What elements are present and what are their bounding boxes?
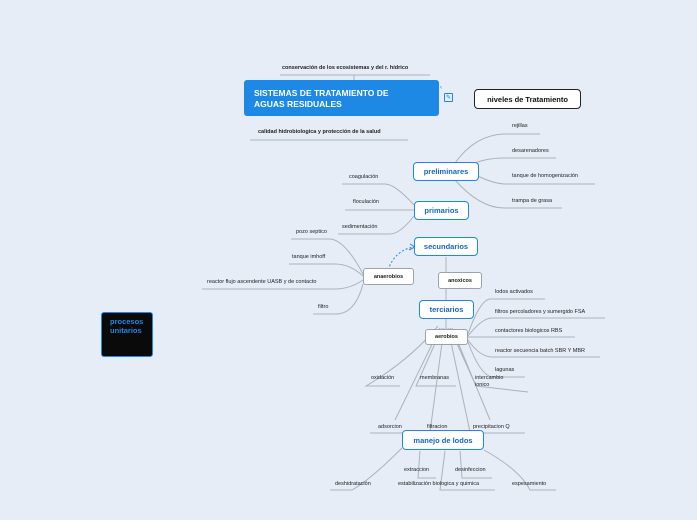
extraccion-label: extraccion bbox=[404, 467, 430, 473]
anoxicos-node[interactable]: anoxicos bbox=[438, 272, 482, 289]
central-topic-line2: AGUAS RESIDUALES bbox=[254, 99, 342, 109]
ionico-label: ionico bbox=[475, 382, 490, 388]
central-topic-line1: SISTEMAS DE TRATAMIENTO DE bbox=[254, 88, 389, 98]
anaerobios-node[interactable]: anaerobios bbox=[363, 268, 414, 285]
desinfeccion-label: desinfeccion bbox=[455, 467, 486, 473]
filtros-percoladores-label: filtros percoladores y sumergido FSA bbox=[495, 309, 586, 315]
tanque-homogenizacion-label: tanque de homogenización bbox=[512, 173, 579, 179]
reactor-sbr-label: reactor secuencia batch SBR Y MBR bbox=[495, 348, 585, 354]
niveles-node[interactable]: niveles de Tratamiento bbox=[474, 89, 581, 109]
manejo-lodos-node[interactable]: manejo de lodos bbox=[402, 430, 484, 450]
procesos-unitarios-node[interactable]: procesos unitarios bbox=[101, 312, 153, 357]
pozo-septico-label: pozo septico bbox=[296, 229, 327, 235]
calidad-label: calidad hidrobiologica y protección de l… bbox=[258, 129, 381, 135]
espesamiento-label: espesamiento bbox=[512, 481, 547, 487]
preliminares-node[interactable]: preliminares bbox=[413, 162, 479, 181]
aerobios-node[interactable]: aerobios bbox=[425, 329, 468, 345]
precipitacion-label: precipitacion Q bbox=[473, 424, 510, 430]
lodos-activados-label: lodos activados bbox=[495, 289, 533, 295]
membranas-label: membranas bbox=[420, 375, 450, 381]
floculacion-label: floculación bbox=[353, 199, 379, 205]
oxidacion-label: oxidación bbox=[371, 375, 395, 381]
tanque-imhoff-label: tanque imhoff bbox=[292, 254, 326, 260]
collapse-arrow-icon[interactable]: ‹ bbox=[440, 85, 442, 91]
estabilizacion-label: estabilización biologica y quimica bbox=[398, 481, 480, 487]
central-topic[interactable]: SISTEMAS DE TRATAMIENTO DE AGUAS RESIDUA… bbox=[244, 80, 439, 116]
sedimentacion-label: sedimentación bbox=[342, 224, 378, 230]
coagulacion-label: coagulación bbox=[349, 174, 379, 180]
contactores-biologicos-label: contactores biologicos RBS bbox=[495, 328, 563, 334]
primarios-node[interactable]: primarios bbox=[414, 201, 469, 220]
filtracion-label: filtracion bbox=[427, 424, 448, 430]
adsorcion-label: adsorcion bbox=[378, 424, 402, 430]
trampa-grasa-label: trampa de grasa bbox=[512, 198, 553, 204]
secundarios-node[interactable]: secundarios bbox=[414, 237, 478, 256]
reactor-uasb-label: reactor flujo ascendente UASB y de conta… bbox=[207, 279, 317, 285]
deshidratacion-label: deshidratación bbox=[335, 481, 371, 487]
lagunas-label: lagunas bbox=[495, 367, 515, 373]
rejillas-label: rejillas bbox=[512, 123, 528, 129]
intercambio-label: intercambio bbox=[475, 375, 504, 381]
conservacion-label: conservación de los ecosistemas y del r.… bbox=[282, 65, 409, 71]
filtro-label: filtro bbox=[318, 304, 329, 310]
desarenadores-label: desarenadores bbox=[512, 148, 549, 154]
note-icon[interactable]: ✎ bbox=[444, 93, 453, 102]
terciarios-node[interactable]: terciarios bbox=[419, 300, 474, 319]
